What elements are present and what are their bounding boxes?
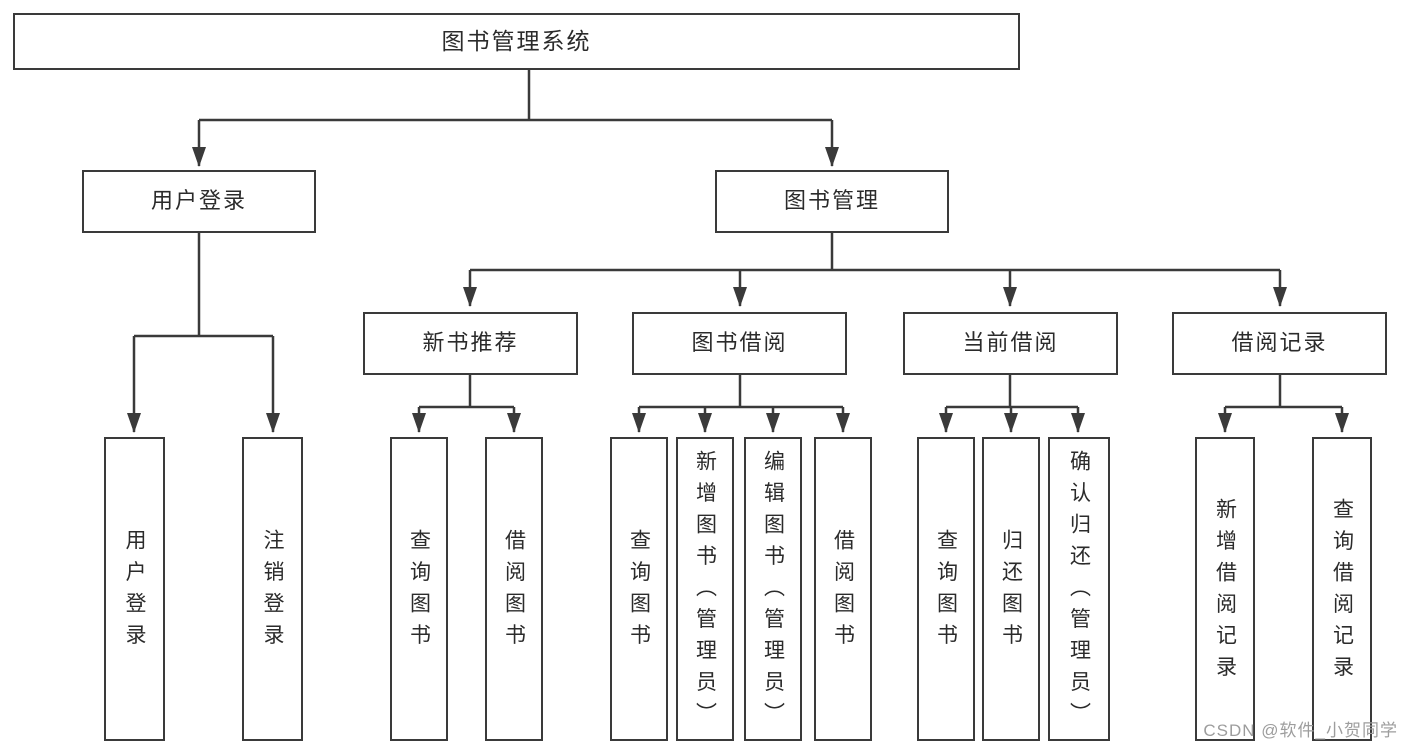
- leaf-borrow-query-book: 查询图书: [610, 437, 668, 741]
- leaf-current-query-book: 查询图书: [917, 437, 975, 741]
- leaf-recommend-query-book: 查询图书: [390, 437, 448, 741]
- node-user-login: 用户登录: [82, 170, 316, 233]
- leaf-borrow-borrow-book: 借阅图书: [814, 437, 872, 741]
- node-borrow-records: 借阅记录: [1172, 312, 1387, 375]
- csdn-watermark: CSDN @软件_小贺同学: [1203, 721, 1398, 740]
- node-current-borrow: 当前借阅: [903, 312, 1118, 375]
- node-library-system: 图书管理系统: [13, 13, 1020, 70]
- leaf-logout-login: 注销登录: [242, 437, 303, 741]
- leaf-borrow-edit-book-admin: 编辑图书（管理员）: [744, 437, 802, 741]
- node-new-book-recommend: 新书推荐: [363, 312, 578, 375]
- leaf-records-query-record: 查询借阅记录: [1312, 437, 1372, 741]
- leaf-user-login: 用户登录: [104, 437, 165, 741]
- node-book-management: 图书管理: [715, 170, 949, 233]
- leaf-recommend-borrow-book: 借阅图书: [485, 437, 543, 741]
- leaf-borrow-add-book-admin: 新增图书（管理员）: [676, 437, 734, 741]
- leaf-current-return-book: 归还图书: [982, 437, 1040, 741]
- node-book-borrow: 图书借阅: [632, 312, 847, 375]
- leaf-records-add-record: 新增借阅记录: [1195, 437, 1255, 741]
- leaf-current-confirm-return-admin: 确认归还（管理员）: [1048, 437, 1110, 741]
